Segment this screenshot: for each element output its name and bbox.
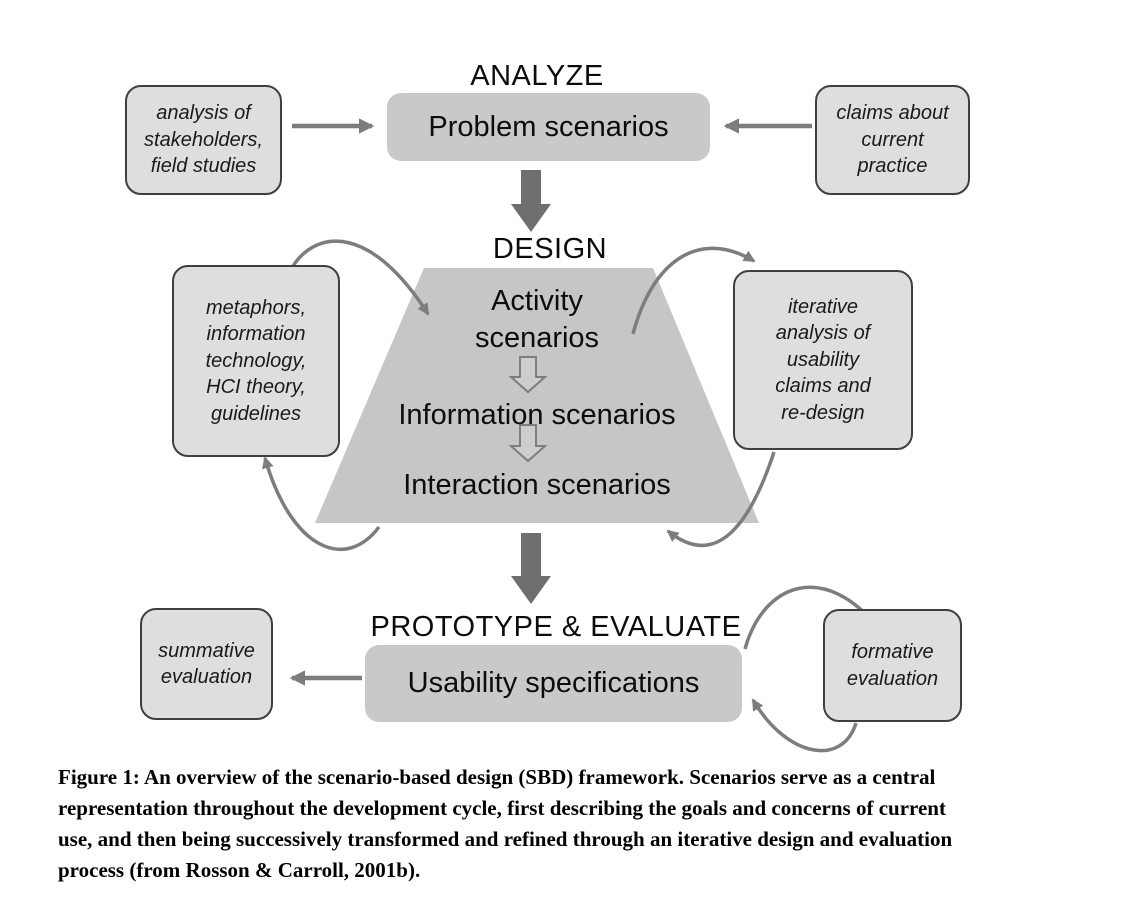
text-line: HCI theory, bbox=[206, 376, 306, 399]
text-line: evaluation bbox=[846, 667, 939, 690]
curve-interaction-to-metaphors-icon bbox=[262, 456, 381, 552]
claims-current-practice-note: claims about current practice bbox=[815, 85, 970, 195]
text-line: guidelines bbox=[210, 402, 302, 425]
curve-metaphors-to-activity-icon bbox=[291, 239, 430, 316]
text-line: process (from Rosson & Carroll, 2001b). bbox=[58, 858, 421, 882]
arrow-analyze-to-design-icon bbox=[511, 170, 551, 232]
problem-scenarios-box: Problem scenarios bbox=[387, 93, 710, 161]
iterative-analysis-note: iterative analysis of usability claims and r… bbox=[733, 270, 913, 450]
activity-scenarios-label: Activity scenarios bbox=[474, 285, 600, 355]
figure-caption: Figure 1: An overview of the scenario-ba… bbox=[58, 762, 1106, 886]
text-line: representation throughout the developmen… bbox=[58, 796, 946, 820]
arrow-design-to-prototype-icon bbox=[511, 533, 551, 604]
interaction-scenarios-label: Interaction scenarios bbox=[403, 469, 671, 501]
prototype-evaluate-heading: PROTOTYPE & EVALUATE bbox=[370, 611, 742, 643]
text-line: evaluation bbox=[160, 666, 253, 688]
text-line: analysis of bbox=[775, 322, 871, 345]
arrow-information-to-interaction-icon bbox=[508, 424, 548, 463]
text-line: claims and bbox=[775, 375, 871, 398]
text-line: metaphors, bbox=[205, 297, 307, 320]
text-line: field studies bbox=[150, 155, 257, 178]
text-line: stakeholders, bbox=[144, 128, 263, 151]
design-heading: DESIGN bbox=[492, 233, 608, 265]
text-line: claims about bbox=[836, 102, 949, 125]
text-line: use, and then being successively transfo… bbox=[58, 827, 953, 851]
arrow-activity-to-information-icon bbox=[508, 356, 548, 394]
information-scenarios-label: Information scenarios bbox=[398, 399, 676, 431]
text-line: usability bbox=[786, 348, 860, 371]
text-line: re-design bbox=[781, 401, 865, 424]
curve-iterative-to-interaction-icon bbox=[666, 451, 776, 547]
design-trapezoid bbox=[315, 268, 759, 523]
text-line: analysis of bbox=[156, 102, 251, 125]
curve-activity-to-iterative-icon bbox=[631, 246, 756, 335]
text-line: summative bbox=[158, 639, 255, 662]
formative-evaluation-note: formative evaluation bbox=[823, 609, 962, 722]
usability-specifications-box: Usability specifications bbox=[365, 645, 742, 722]
curve-formative-to-usability-icon bbox=[751, 698, 858, 753]
text-line: practice bbox=[857, 155, 928, 178]
metaphors-guidelines-note: metaphors, information technology, HCI theo… bbox=[172, 265, 340, 457]
analysis-stakeholders-note: analysis of stakeholders, field studies bbox=[125, 85, 282, 195]
text-line: iterative bbox=[787, 296, 859, 319]
summative-evaluation-note: summative evaluation bbox=[140, 608, 273, 720]
text-line: current bbox=[861, 128, 924, 151]
analyze-heading: ANALYZE bbox=[470, 60, 604, 92]
text-line: technology, bbox=[205, 349, 307, 372]
text-line: information bbox=[206, 323, 306, 346]
text-line: Figure 1: An overview of the scenario-ba… bbox=[58, 765, 936, 789]
text-line: formative bbox=[851, 641, 934, 664]
curve-usability-to-formative-icon bbox=[743, 585, 882, 650]
